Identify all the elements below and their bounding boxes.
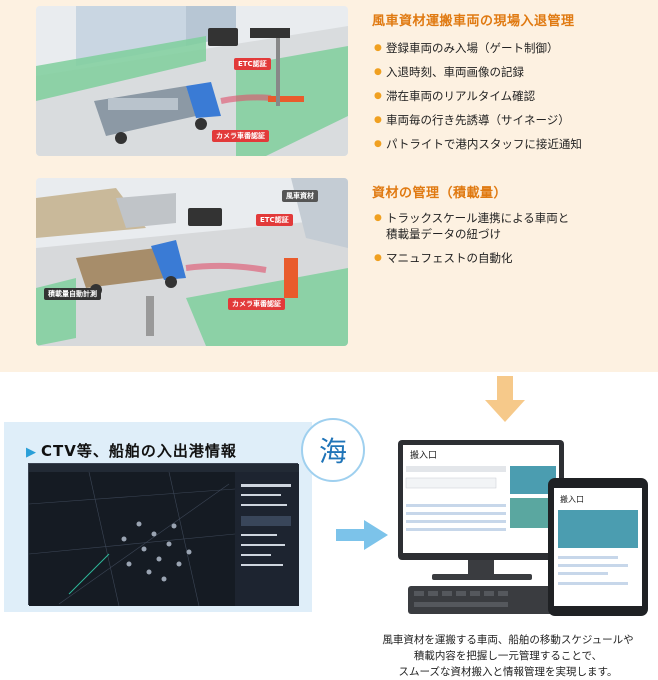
play-triangle-icon: ▶ [26, 445, 37, 460]
list-item: 滞在車両のリアルタイム確認 [374, 88, 582, 104]
list-item: 車両毎の行き先誘導（サイネージ） [374, 112, 582, 128]
ctv-title-text: CTV等、船舶の入出港情報 [41, 442, 237, 460]
load-scale-illustration: ETC認証 カメラ車番認証 積載量自動計測 風車資材 [36, 178, 348, 346]
caption-line: 積載内容を把握し一元管理することで、 [413, 650, 603, 662]
etc-label: ETC認証 [256, 214, 293, 226]
ctv-title: ▶ CTV等、船舶の入出港情報 [26, 440, 237, 461]
etc-label: ETC認証 [234, 58, 271, 70]
list-item: パトライトで港内スタッフに接近通知 [374, 136, 582, 152]
camera-label: カメラ車番認証 [212, 130, 269, 142]
section2-bullets: トラックスケール連携による車両と 積載量データの紐づけ マニュフェストの自動化 [374, 210, 569, 274]
tablet-device [548, 478, 648, 616]
caption-line: スムーズな資材搬入と情報管理を実現します。 [398, 666, 618, 678]
list-item: 登録車両のみ入場（ゲート制御） [374, 40, 582, 56]
down-arrow-icon [485, 376, 525, 422]
list-item: マニュフェストの自動化 [374, 250, 569, 266]
caption-line: 風車資材を運搬する車両、船舶の移動スケジュールや [382, 634, 634, 646]
vessel-map-screen [28, 463, 299, 607]
list-item: 入退時刻、車両画像の記録 [374, 64, 582, 80]
sign-label: 風車資材 [282, 190, 318, 202]
monitor-heading: 搬入口 [410, 451, 438, 461]
tablet-heading: 搬入口 [560, 495, 584, 504]
vehicle-gate-illustration: ETC認証 カメラ車番認証 [36, 6, 348, 156]
right-arrow-icon [336, 520, 388, 550]
bullet-line: 積載量データの紐づけ [386, 227, 501, 241]
section1-title: 風車資材運搬車両の現場入退管理 [372, 14, 575, 29]
desktop-monitor [398, 440, 564, 614]
section2-title: 資材の管理（積載量） [372, 186, 508, 201]
sea-badge: 海 [301, 418, 365, 482]
scale-label: 積載量自動計測 [44, 288, 101, 300]
bullet-line: トラックスケール連携による車両と [386, 211, 570, 225]
bullet-line: マニュフェストの自動化 [386, 251, 513, 265]
camera-label: カメラ車番認証 [228, 298, 285, 310]
caption: 風車資材を運搬する車両、船舶の移動スケジュールや 積載内容を把握し一元管理するこ… [366, 632, 650, 680]
section1-bullets: 登録車両のみ入場（ゲート制御） 入退時刻、車両画像の記録 滞在車両のリアルタイム… [374, 40, 582, 160]
list-item: トラックスケール連携による車両と 積載量データの紐づけ [374, 210, 569, 242]
